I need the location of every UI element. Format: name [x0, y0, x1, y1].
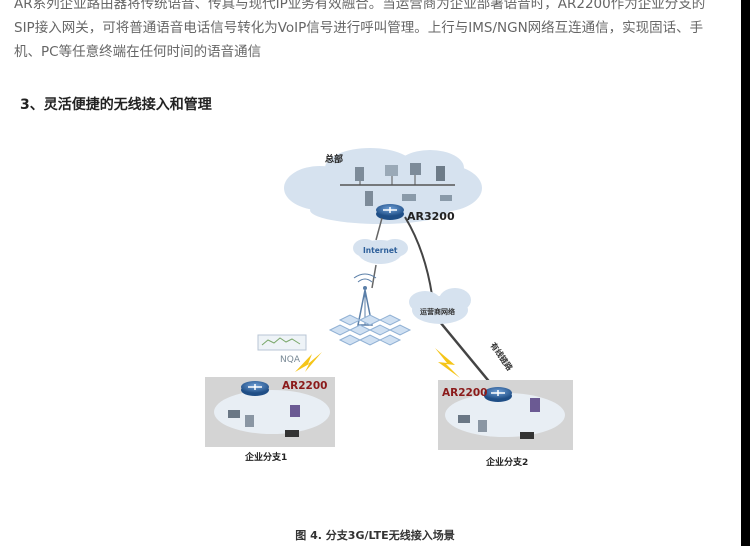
internet-cloud: [353, 239, 408, 264]
paragraph-line: AR系列企业路由器将传统语音、传真与现代IP业务有效融合。当运营商为企业部署语音…: [14, 0, 706, 12]
wireless-link-2-icon: [435, 348, 460, 378]
branch-1-router-label: AR2200: [282, 380, 327, 392]
ar3200-router: [376, 204, 404, 220]
internet-label: Internet: [363, 246, 398, 255]
branch-1-panel: [205, 377, 335, 447]
scrollbar[interactable]: [741, 0, 750, 546]
carrier-network-label: 运营商网络: [420, 307, 455, 316]
nqa-label: NQA: [280, 355, 301, 365]
carrier-network-cloud: [409, 288, 471, 324]
branch-1-label: 企业分支1: [244, 451, 287, 463]
paragraph-line: SIP接入网关，可将普通语音电话信号转化为VoIP信号进行呼叫管理。上行与IMS…: [14, 20, 704, 36]
hq-servers: [340, 163, 455, 206]
ar3200-label: AR3200: [407, 210, 455, 223]
branch-2-panel: [438, 380, 573, 450]
branch-2-router-label: AR2200: [442, 387, 487, 399]
wireless-link-1-icon: [295, 352, 322, 372]
hq-label: 总部: [325, 153, 343, 165]
network-diagram: 总部 AR3200 Internet: [200, 140, 590, 485]
network-diagram-svg: 总部 AR3200 Internet: [205, 148, 573, 468]
section-heading: 3、灵活便捷的无线接入和管理: [20, 97, 212, 113]
coverage-hexagons: [328, 314, 412, 346]
branch-2-label: 企业分支2: [485, 456, 528, 468]
article-paragraph: AR系列企业路由器将传统语音、传真与现代IP业务有效融合。当运营商为企业部署语音…: [14, 0, 738, 64]
paragraph-line: 机、PC等任意终端在任何时间的语音通信: [14, 44, 262, 60]
wired-link-label: 有线链路: [488, 340, 515, 373]
nqa-probe: [257, 334, 307, 351]
figure-caption: 图 4. 分支3G/LTE无线接入场景: [295, 529, 455, 542]
